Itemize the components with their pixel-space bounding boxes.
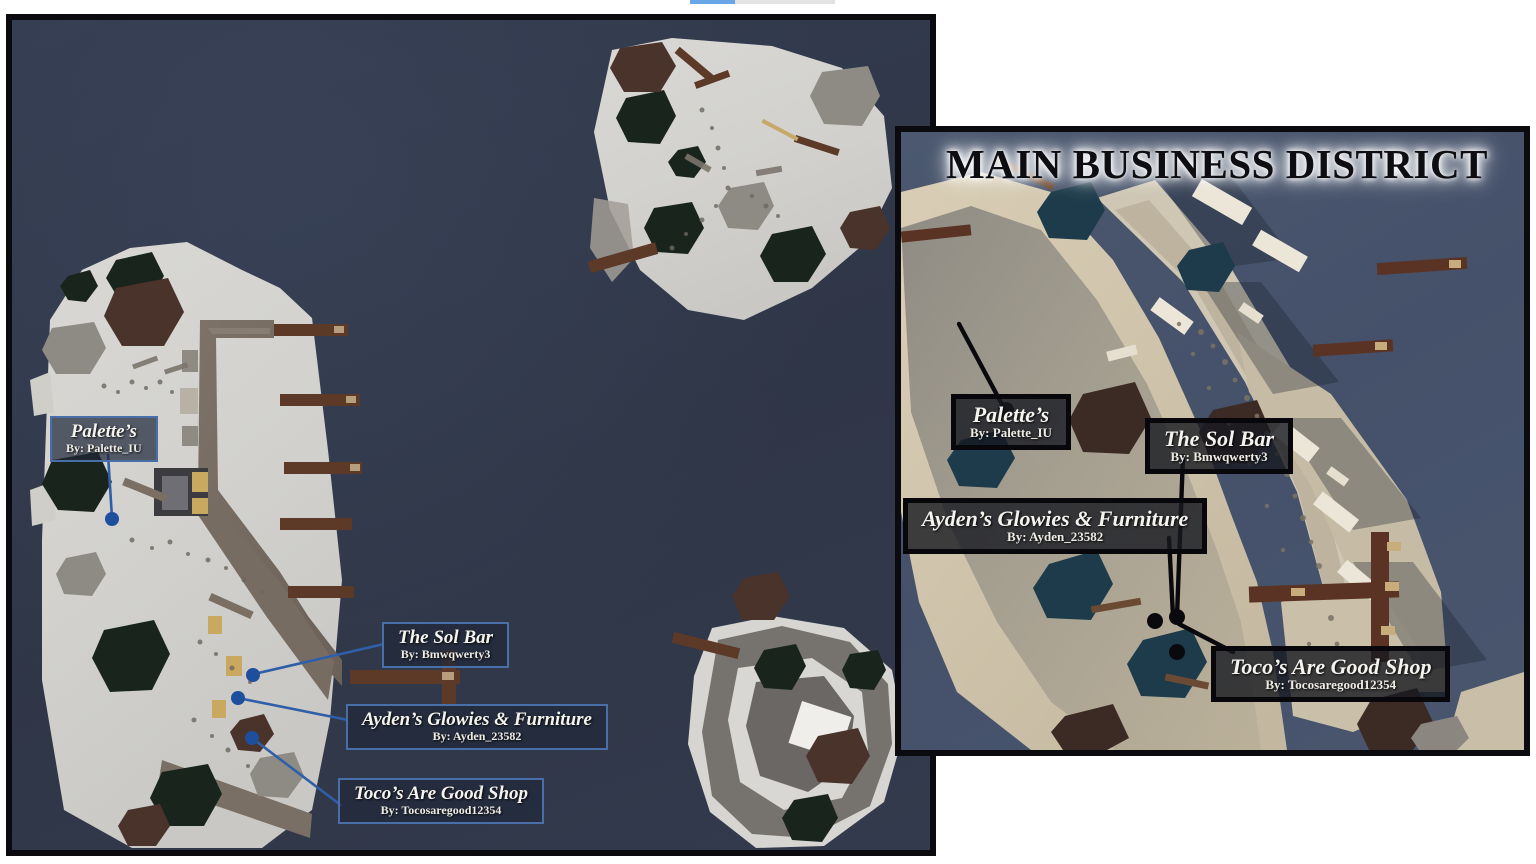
overview-terrain <box>30 38 904 848</box>
overview-map-panel[interactable]: Palette’s By: Palette_IU The Sol Bar By:… <box>6 14 936 856</box>
overview-label-aydens-glowies-and-furniture[interactable]: Ayden’s Glowies & Furniture By: Ayden_23… <box>346 704 608 750</box>
shop-author: By: Ayden_23582 <box>432 728 522 743</box>
shop-author: By: Ayden_23582 <box>1007 529 1104 545</box>
page-top-strip <box>0 0 1536 14</box>
loading-bar-fill <box>690 0 735 4</box>
shop-author: By: Palette_IU <box>66 440 142 455</box>
loading-bar-track <box>690 0 835 4</box>
inset-label-palettes[interactable]: Palette’s By: Palette_IU <box>951 394 1071 450</box>
shop-author: By: Bmwqwerty3 <box>400 646 491 661</box>
shop-name: Toco’s Are Good Shop <box>354 783 529 804</box>
shop-author: By: Tocosaregood12354 <box>1265 677 1397 693</box>
inset-label-tocos-are-good-shop[interactable]: Toco’s Are Good Shop By: Tocosaregood123… <box>1211 646 1451 702</box>
shop-name: Palette’s <box>972 402 1050 427</box>
shop-name: The Sol Bar <box>1164 426 1275 451</box>
shop-author: By: Bmwqwerty3 <box>1170 449 1268 465</box>
shop-name: Ayden’s Glowies & Furniture <box>362 709 592 730</box>
shop-name: The Sol Bar <box>398 627 494 648</box>
inset-label-aydens-glowies-and-furniture[interactable]: Ayden’s Glowies & Furniture By: Ayden_23… <box>903 498 1208 554</box>
district-inset-panel[interactable]: MAIN BUSINESS DISTRICT Palette’s By: Pal… <box>895 126 1530 756</box>
shop-author: By: Tocosaregood12354 <box>380 802 502 817</box>
shop-name: Toco’s Are Good Shop <box>1230 654 1432 679</box>
inset-label-the-sol-bar[interactable]: The Sol Bar By: Bmwqwerty3 <box>1145 418 1294 474</box>
overview-label-tocos-are-good-shop[interactable]: Toco’s Are Good Shop By: Tocosaregood123… <box>338 778 545 824</box>
shop-author: By: Palette_IU <box>970 425 1052 441</box>
overview-label-the-sol-bar[interactable]: The Sol Bar By: Bmwqwerty3 <box>382 622 510 668</box>
shop-name: Ayden’s Glowies & Furniture <box>922 506 1189 531</box>
overview-label-palettes[interactable]: Palette’s By: Palette_IU <box>50 416 158 462</box>
shop-name: Palette’s <box>70 421 137 442</box>
